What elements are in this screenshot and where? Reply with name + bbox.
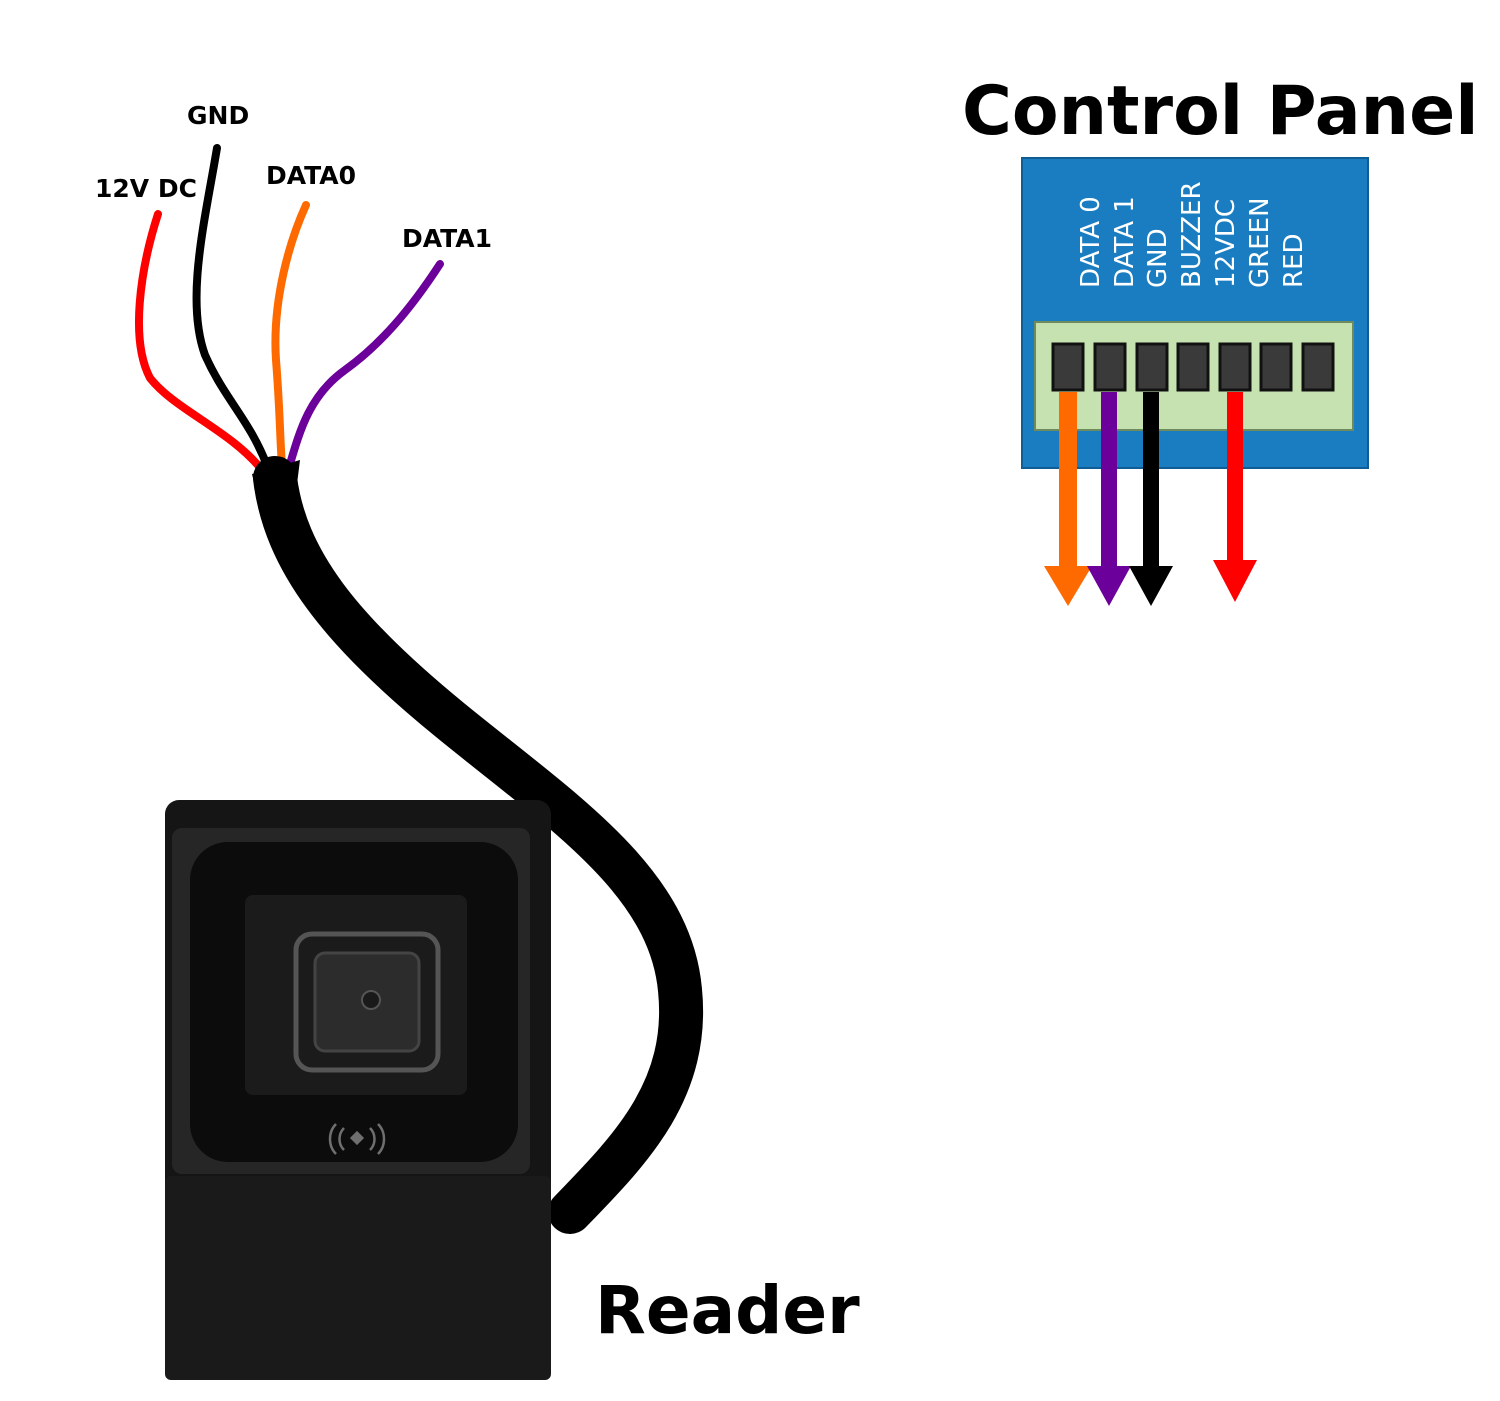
screw-terminal bbox=[1051, 342, 1085, 392]
terminal-label-gnd: GND bbox=[1143, 228, 1173, 288]
terminal-label-data0: DATA 0 bbox=[1076, 196, 1106, 288]
panel-arrows bbox=[1044, 392, 1257, 606]
screw-terminals bbox=[1051, 342, 1335, 392]
terminal-label-buzzer: BUZZER bbox=[1177, 181, 1207, 288]
reader-cable bbox=[253, 456, 704, 1234]
arrow-data0 bbox=[1044, 392, 1092, 606]
wire-gnd bbox=[192, 144, 272, 472]
control-panel-title: Control Panel bbox=[962, 72, 1479, 151]
cable-jacket-end bbox=[252, 460, 300, 500]
terminal-labels: DATA 0 DATA 1 GND BUZZER 12VDC GREEN RED bbox=[1076, 181, 1309, 288]
reader-wires bbox=[135, 144, 444, 474]
wire-12v-dc bbox=[135, 210, 266, 474]
reader-lower-panel bbox=[165, 1176, 551, 1380]
screw-terminal bbox=[1176, 342, 1210, 392]
screw-terminal bbox=[1093, 342, 1127, 392]
screw-terminal bbox=[1218, 342, 1252, 392]
nfc-icon bbox=[328, 1123, 386, 1155]
screw-terminal bbox=[1259, 342, 1293, 392]
wire-label-12v-dc: 12V DC bbox=[95, 174, 197, 203]
arrow-12vdc bbox=[1213, 392, 1257, 602]
arrow-data1 bbox=[1087, 392, 1131, 606]
wire-data0 bbox=[271, 201, 310, 470]
wire-label-data1: DATA1 bbox=[402, 224, 492, 253]
reader-center-button bbox=[361, 990, 381, 1010]
wire-label-gnd: GND bbox=[187, 101, 249, 130]
terminal-label-12vdc: 12VDC bbox=[1211, 199, 1241, 288]
reader-title: Reader bbox=[595, 1272, 860, 1349]
screw-terminal bbox=[1301, 342, 1335, 392]
terminal-label-data1: DATA 1 bbox=[1110, 196, 1140, 288]
reader-frame-outer bbox=[293, 931, 441, 1073]
wire-data1 bbox=[286, 260, 444, 468]
wire-labels: GND 12V DC DATA0 DATA1 bbox=[95, 101, 492, 253]
reader-device bbox=[165, 800, 551, 1380]
wire-label-data0: DATA0 bbox=[266, 161, 356, 190]
arrow-gnd bbox=[1129, 392, 1173, 606]
terminal-label-red: RED bbox=[1279, 233, 1309, 288]
screw-terminal bbox=[1135, 342, 1169, 392]
terminal-label-green: GREEN bbox=[1245, 197, 1275, 288]
